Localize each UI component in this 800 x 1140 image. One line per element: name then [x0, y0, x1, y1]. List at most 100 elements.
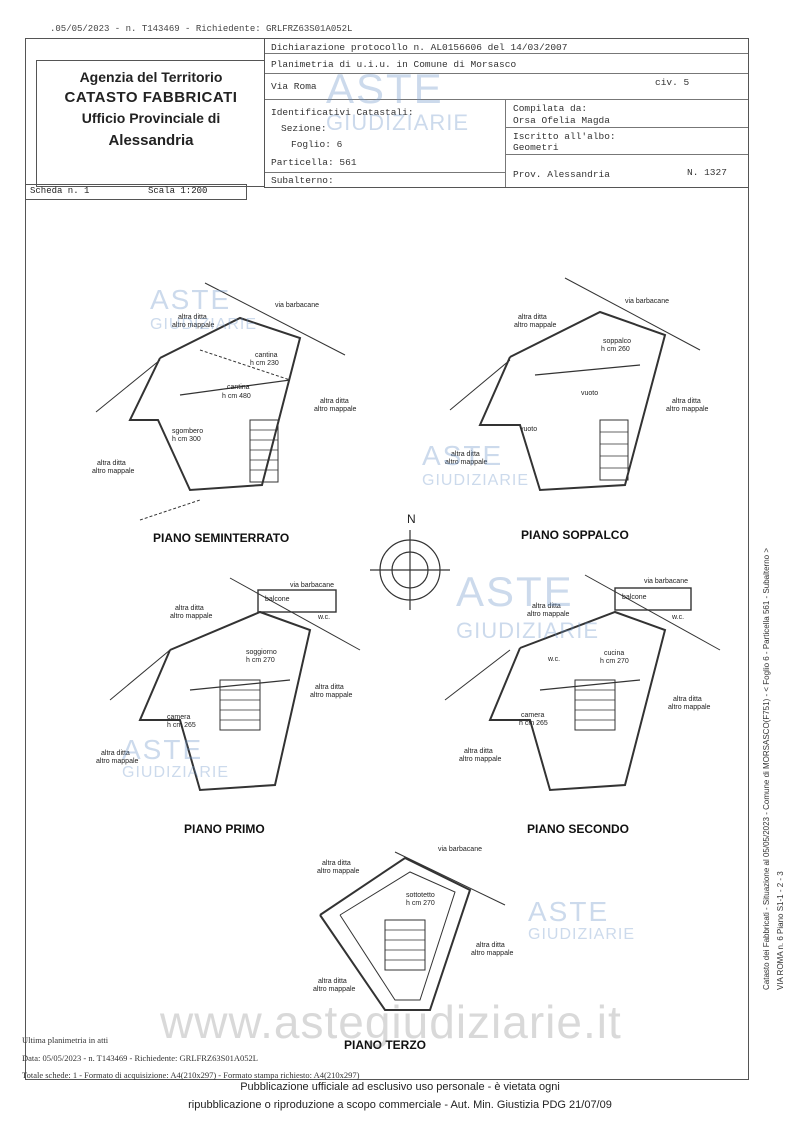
plan-title-seminterrato: PIANO SEMINTERRATO — [153, 531, 290, 545]
plan-label: h cm 260 — [601, 346, 630, 353]
dichiarazione-text: Dichiarazione protocollo n. AL0156606 de… — [271, 42, 568, 53]
plan-label: vuoto — [520, 426, 538, 433]
agency-name: Agenzia del Territorio — [79, 69, 223, 85]
civ-text: civ. 5 — [655, 77, 690, 88]
publication-notice-line1: Pubblicazione ufficiale ad esclusivo uso… — [240, 1081, 560, 1093]
plan-label: altra ditta — [175, 605, 204, 612]
plan-label: h cm 230 — [250, 360, 279, 367]
plan-label: h cm 270 — [600, 658, 629, 665]
plan-label: altro mappale — [314, 406, 357, 413]
plan-label: altra ditta — [320, 398, 349, 405]
identificativi-text: Identificativi Catastali: — [271, 107, 414, 118]
watermark-giudiziarie: GIUDIZIARIE — [422, 472, 530, 489]
plan-title-primo: PIANO PRIMO — [184, 822, 265, 836]
plan-label: cantina — [227, 384, 250, 391]
publication-notice-line2: ripubblicazione o riproduzione a scopo c… — [188, 1099, 612, 1111]
compilatore-text: Orsa Ofelia Magda — [513, 115, 610, 126]
plan-label: via barbacane — [290, 582, 334, 589]
watermark-giudiziarie: GIUDIZIARIE — [150, 316, 258, 333]
numero-text: N. 1327 — [687, 167, 727, 178]
plan-label: altro mappale — [668, 704, 711, 711]
watermark-giudiziarie: GIUDIZIARIE — [528, 926, 636, 943]
plan-label: sgombero — [172, 428, 204, 435]
plan-label: camera — [167, 714, 191, 721]
plan-label: altro mappale — [666, 406, 709, 413]
plan-label: altro mappale — [310, 692, 353, 699]
footer-totale: Totale schede: 1 - Formato di acquisizio… — [22, 1070, 360, 1080]
plan-label: cucina — [604, 650, 625, 657]
plan-label: altro mappale — [527, 611, 570, 618]
plan-label: balcone — [265, 596, 290, 603]
plan-label: altra ditta — [451, 451, 480, 458]
iscritto-text: Iscritto all'albo: — [513, 131, 616, 142]
plan-label: altra ditta — [532, 603, 561, 610]
albo-text: Geometri — [513, 142, 559, 153]
plan-label: via barbacane — [625, 298, 669, 305]
plan-label: altro mappale — [471, 950, 514, 957]
planimetria-text: Planimetria di u.i.u. in Comune di Morsa… — [271, 59, 517, 70]
plan-label: altro mappale — [96, 758, 139, 765]
plan-label: h cm 265 — [167, 722, 196, 729]
plan-label: h cm 265 — [519, 720, 548, 727]
plan-label: w.c. — [672, 614, 685, 621]
plan-label: w.c. — [318, 614, 331, 621]
plan-label: altro mappale — [445, 459, 488, 466]
plan-label: h cm 300 — [172, 436, 201, 443]
plan-label: altra ditta — [97, 460, 126, 467]
plan-label: altra ditta — [318, 978, 347, 985]
plan-label: balcone — [622, 594, 647, 601]
plan-title-terzo: PIANO TERZO — [344, 1038, 427, 1052]
compilata-text: Compilata da: — [513, 103, 588, 114]
scala-text: Scala 1:200 — [148, 186, 208, 196]
via-text: Via Roma — [271, 81, 317, 92]
plan-label: altro mappale — [514, 322, 557, 329]
plan-title-secondo: PIANO SECONDO — [527, 822, 630, 836]
watermark-aste: ASTE — [528, 896, 610, 927]
foglio-text: Foglio: 6 — [291, 139, 343, 150]
plan-label: altro mappale — [313, 986, 356, 993]
plan-title-soppalco: PIANO SOPPALCO — [521, 528, 629, 542]
plan-label: camera — [521, 712, 545, 719]
watermark-giudiziarie: GIUDIZIARIE — [326, 110, 470, 135]
plan-label: soggiorno — [246, 649, 277, 656]
plan-label: altra ditta — [476, 942, 505, 949]
footer-data: Data: 05/05/2023 - n. T143469 - Richiede… — [22, 1053, 258, 1063]
prov-text: Prov. Alessandria — [513, 169, 610, 180]
province-name: Alessandria — [108, 132, 194, 149]
watermark-aste: ASTE — [422, 440, 504, 471]
watermark-aste: ASTE — [326, 65, 444, 112]
watermark-aste: ASTE — [456, 568, 574, 615]
plan-label: soppalco — [603, 338, 632, 345]
plan-seminterrato — [95, 282, 346, 521]
compass-rose — [370, 530, 450, 610]
plan-label: h cm 270 — [406, 900, 435, 907]
ufficio-line: Ufficio Provinciale di — [81, 110, 221, 126]
footer-ultima: Ultima planimetria in atti — [22, 1035, 109, 1045]
plan-label: altro mappale — [92, 468, 135, 475]
plan-label: altra ditta — [315, 684, 344, 691]
subalterno-text: Subalterno: — [271, 175, 334, 186]
watermark-giudiziarie: GIUDIZIARIE — [122, 764, 230, 781]
agency-header: Agenzia del Territorio CATASTO FABBRICAT… — [36, 60, 265, 187]
plan-label: cantina — [255, 352, 278, 359]
plan-label: altra ditta — [518, 314, 547, 321]
plan-terzo — [319, 851, 506, 1011]
plan-label: altro mappale — [170, 613, 213, 620]
plan-label: altra ditta — [322, 860, 351, 867]
scheda-text: Scheda n. 1 — [30, 186, 90, 196]
declaration-box: Dichiarazione protocollo n. AL0156606 de… — [264, 38, 749, 188]
site-watermark: www.astegiudiziarie.it — [160, 996, 622, 1048]
side-address-text: VIA ROMA n. 6 Piano S1-1 - 2 - 3 — [776, 871, 785, 990]
plan-label: via barbacane — [644, 578, 688, 585]
scheda-box: Scheda n. 1 Scala 1:200 — [25, 184, 247, 200]
plan-label: via barbacane — [438, 846, 482, 853]
plan-primo — [109, 577, 361, 792]
plan-label: altra ditta — [178, 314, 207, 321]
plan-label: altra ditta — [464, 748, 493, 755]
plan-label: altra ditta — [673, 696, 702, 703]
plan-label: w.c. — [548, 656, 561, 663]
plan-label: sottotetto — [406, 892, 435, 899]
plan-label: h cm 270 — [246, 657, 275, 664]
plan-label: altro mappale — [317, 868, 360, 875]
